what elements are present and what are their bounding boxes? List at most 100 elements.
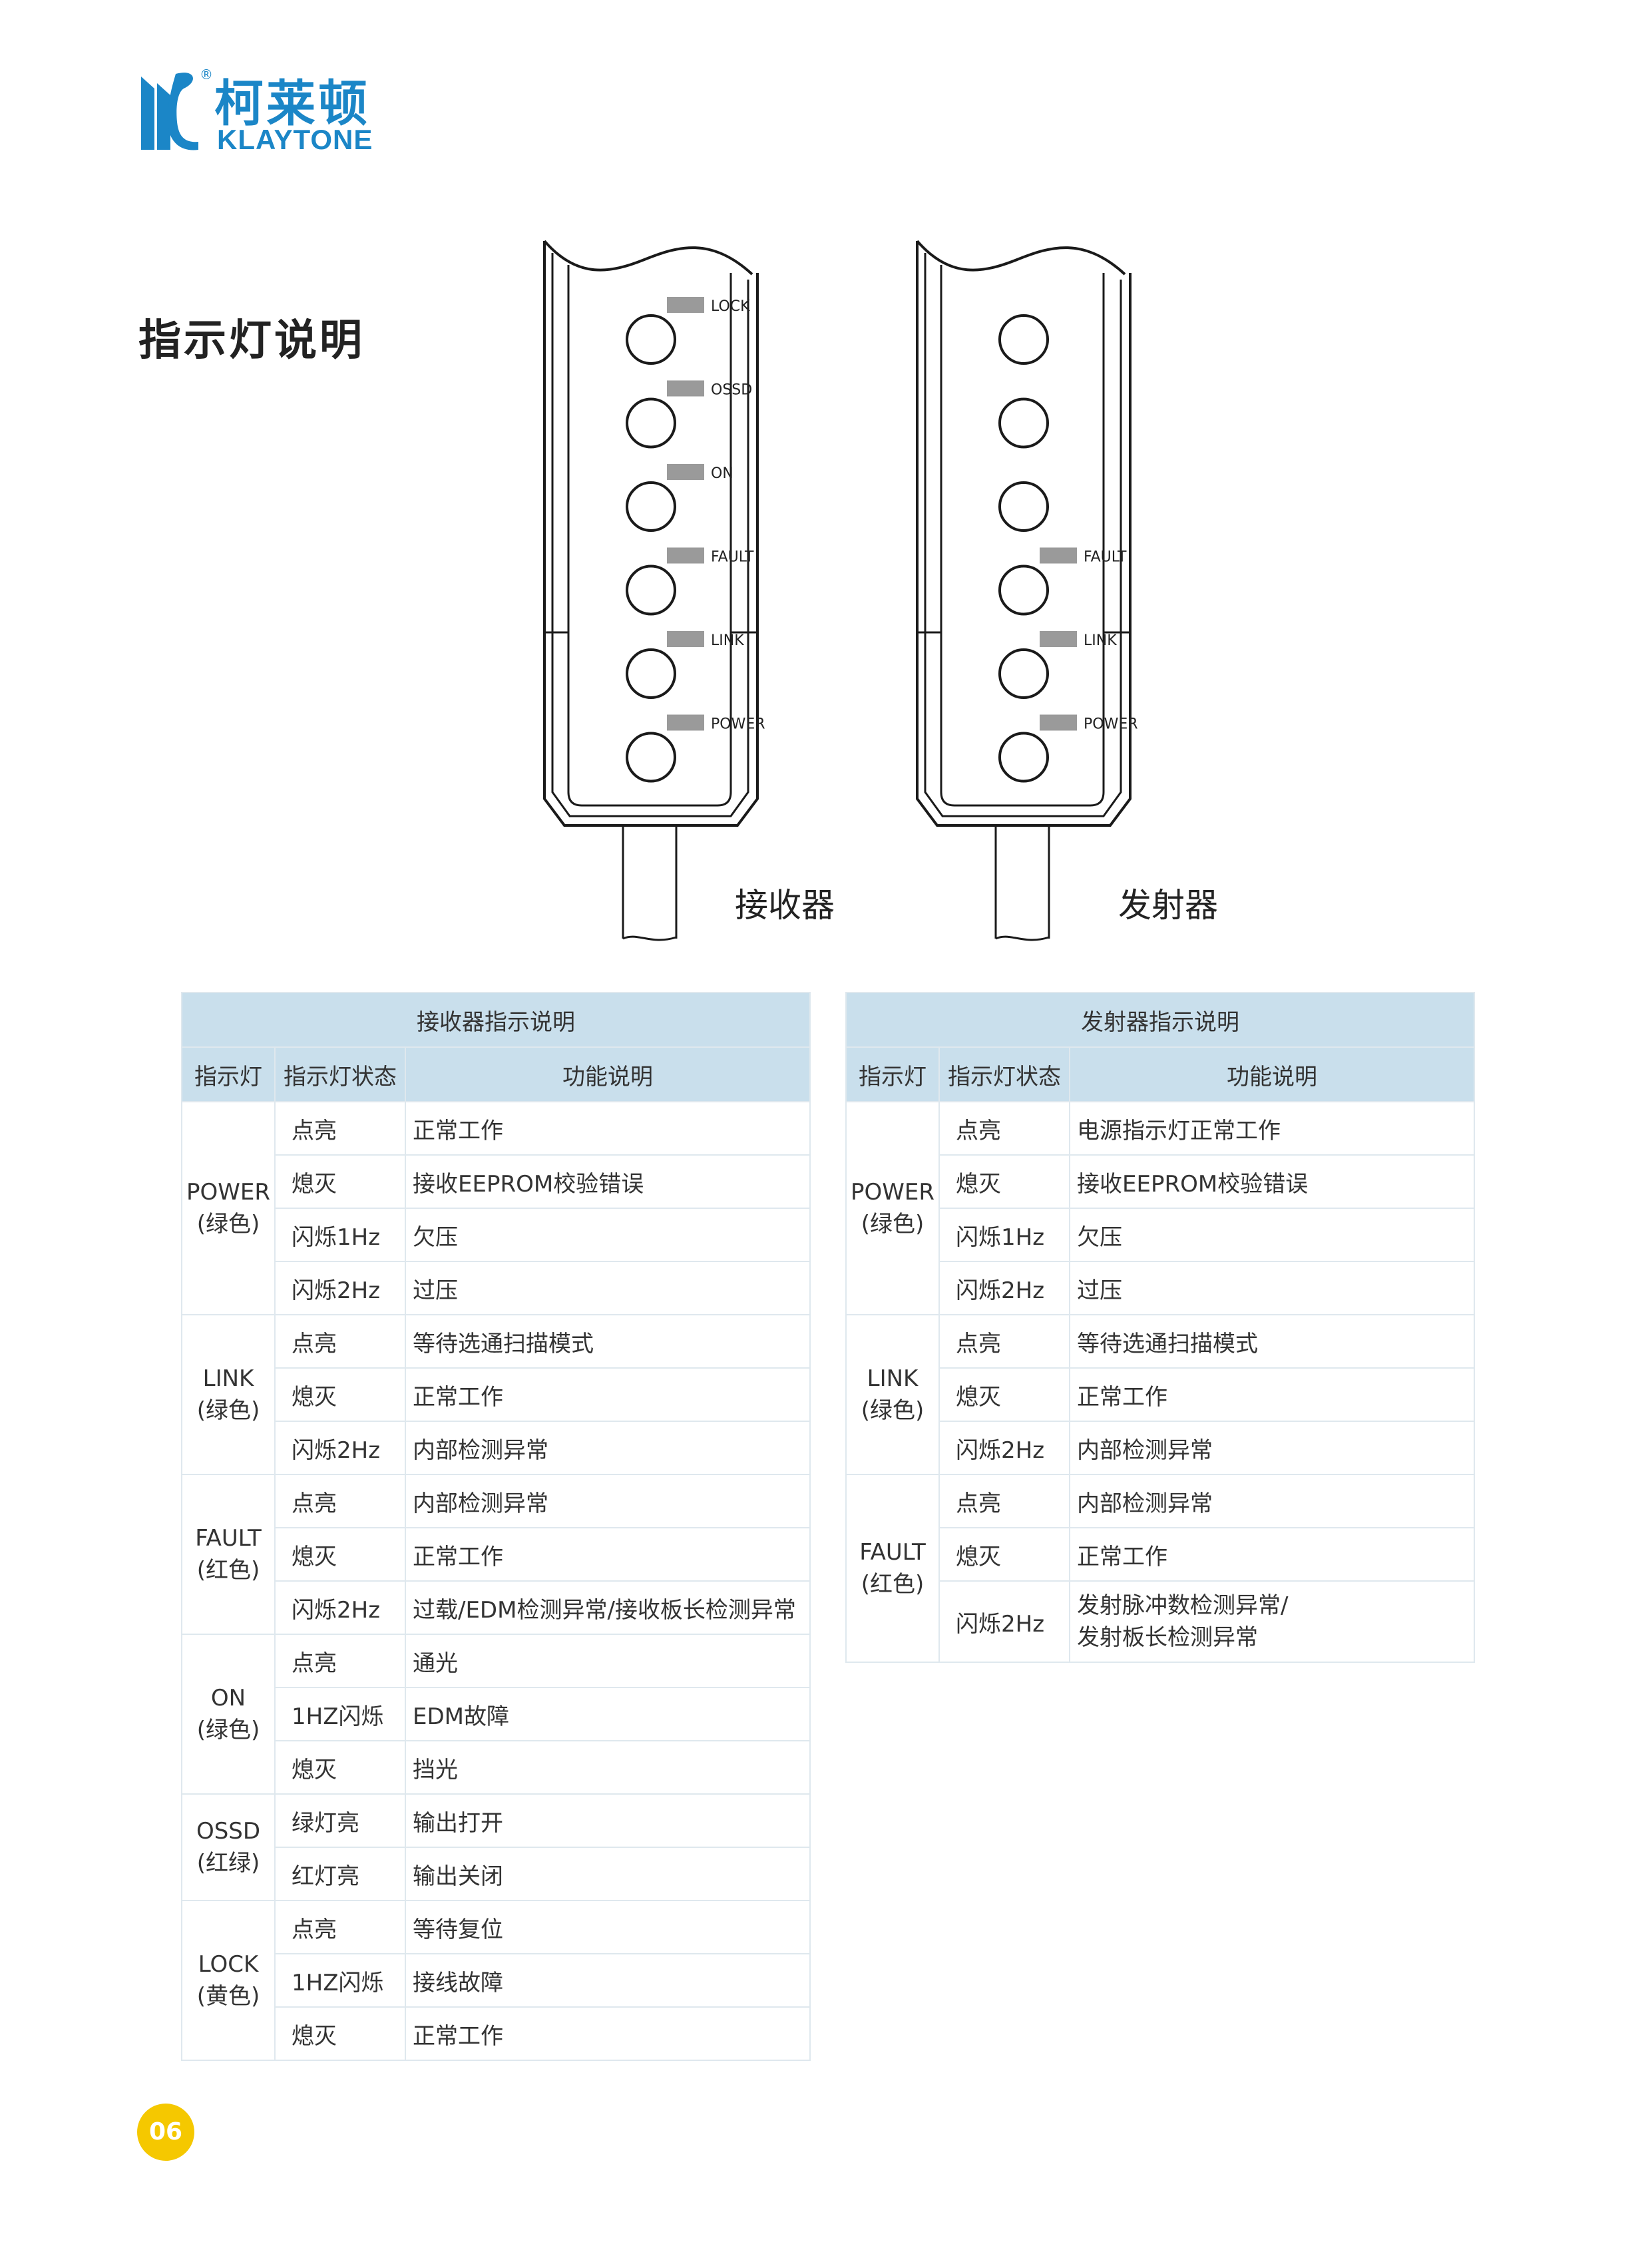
receiver-led-circle [626, 397, 676, 449]
receiver-led-indicator-bar [667, 714, 704, 731]
table-row: 红灯亮输出关闭 [182, 1847, 811, 1901]
function-cell: 内部检测异常 [1069, 1421, 1475, 1475]
column-header: 指示灯状态 [938, 1046, 1070, 1102]
receiver-led-label: POWER [711, 716, 765, 733]
receiver-cable-end [622, 935, 677, 941]
transmitter-led-circle [998, 648, 1049, 699]
indicator-cell: OSSD(红绿) [181, 1793, 276, 1901]
indicator-name: ON [210, 1685, 246, 1711]
receiver-led-indicator-bar [667, 297, 704, 313]
transmitter-led-circle [998, 481, 1049, 532]
state-cell: 1HZ闪烁 [274, 1687, 406, 1741]
function-cell: 正常工作 [1069, 1367, 1475, 1422]
function-cell: 正常工作 [405, 1101, 811, 1156]
table-row: LINK(绿色)点亮等待选通扫描模式 [845, 1314, 1475, 1475]
indicator-color: (红色) [861, 1571, 925, 1598]
transmitter-break-line [916, 240, 1126, 276]
page-number-badge: 06 [137, 2104, 194, 2161]
column-header: 功能说明 [1069, 1046, 1475, 1102]
function-cell: 过载/EDM检测异常/接收板长检测异常 [405, 1580, 811, 1635]
receiver-led-indicator-bar [667, 464, 704, 480]
transmitter-led-label: FAULT [1084, 549, 1127, 566]
klaytone-logo-icon [141, 73, 198, 150]
function-cell: 正常工作 [405, 1527, 811, 1582]
state-cell: 闪烁1Hz [938, 1208, 1070, 1262]
transmitter-led-indicator-bar [1040, 714, 1077, 731]
function-cell: 内部检测异常 [1069, 1474, 1475, 1528]
table-header-row: 指示灯指示灯状态功能说明 [181, 1046, 811, 1102]
table-row: LOCK(黄色)点亮等待复位 [181, 1900, 811, 2061]
function-cell: 欠压 [1069, 1208, 1475, 1262]
indicator-color: (绿色) [861, 1397, 925, 1424]
table-row: 1HZ闪烁接线故障 [182, 1953, 811, 2008]
function-cell: 过压 [405, 1261, 811, 1315]
function-cell: 过压 [1069, 1261, 1475, 1315]
indicator-name: OSSD [196, 1818, 261, 1845]
receiver-led-label: OSSD [711, 382, 752, 399]
receiver-caption: 接收器 [735, 886, 835, 925]
state-cell: 熄灭 [938, 1154, 1070, 1209]
function-cell: 等待复位 [405, 1900, 811, 1954]
indicator-cell: FAULT(红色) [845, 1474, 940, 1663]
function-cell: 接收EEPROM校验错误 [405, 1154, 811, 1209]
receiver-housing-inner [551, 253, 749, 817]
table-row: POWER(绿色)点亮正常工作 [181, 1101, 811, 1315]
table-row: 熄灭正常工作 [182, 2006, 811, 2061]
state-cell: 点亮 [274, 1474, 406, 1528]
table-title: 发射器指示说明 [845, 992, 1475, 1048]
state-cell: 闪烁2Hz [938, 1421, 1070, 1475]
page-title: 指示灯说明 [138, 316, 365, 365]
column-header: 功能说明 [405, 1046, 811, 1102]
column-header: 指示灯 [181, 1046, 276, 1102]
indicator-color: (绿色) [861, 1211, 925, 1237]
receiver-housing [543, 241, 759, 827]
indicator-color: (红色) [196, 1557, 260, 1584]
function-cell: 电源指示灯正常工作 [1069, 1101, 1475, 1156]
transmitter-led-circle [998, 564, 1049, 616]
state-cell: 点亮 [274, 1101, 406, 1156]
indicator-cell: LINK(绿色) [181, 1314, 276, 1475]
receiver-cable [622, 825, 678, 939]
table-header-row: 指示灯指示灯状态功能说明 [845, 1046, 1475, 1102]
table-row: 熄灭正常工作 [182, 1367, 811, 1422]
indicator-cell: ON(绿色) [181, 1634, 276, 1795]
state-cell: 闪烁2Hz [274, 1580, 406, 1635]
brand-name-cn: 柯莱顿 [214, 75, 370, 132]
state-cell: 点亮 [274, 1634, 406, 1688]
transmitter-caption: 发射器 [1118, 886, 1218, 925]
receiver-led-label: ON [711, 465, 733, 482]
state-cell: 熄灭 [274, 1154, 406, 1209]
function-cell: 正常工作 [405, 1367, 811, 1422]
state-cell: 闪烁2Hz [274, 1261, 406, 1315]
table-row: 熄灭接收EEPROM校验错误 [182, 1154, 811, 1209]
table-title-row: 发射器指示说明 [845, 992, 1475, 1048]
state-cell: 点亮 [274, 1314, 406, 1369]
state-cell: 绿灯亮 [274, 1793, 406, 1848]
table-row: 熄灭正常工作 [182, 1527, 811, 1582]
indicator-cell: LOCK(黄色) [181, 1900, 276, 2061]
table-title: 接收器指示说明 [181, 992, 811, 1048]
state-cell: 闪烁2Hz [274, 1421, 406, 1475]
receiver-led-label: LOCK [711, 298, 750, 315]
function-cell: 通光 [405, 1634, 811, 1688]
transmitter-led-circle [998, 397, 1049, 449]
indicator-name: LINK [867, 1365, 919, 1392]
indicator-cell: FAULT(红色) [181, 1474, 276, 1635]
transmitter-housing [916, 241, 1132, 827]
indicator-color: (绿色) [196, 1397, 260, 1424]
receiver-led-label: LINK [711, 632, 744, 649]
function-cell: 欠压 [405, 1208, 811, 1262]
transmitter-led-label: POWER [1084, 716, 1138, 733]
indicator-name: LOCK [198, 1951, 259, 1978]
table-row: 熄灭接收EEPROM校验错误 [846, 1154, 1475, 1209]
function-cell: 正常工作 [405, 2006, 811, 2061]
state-cell: 熄灭 [274, 2006, 406, 2061]
